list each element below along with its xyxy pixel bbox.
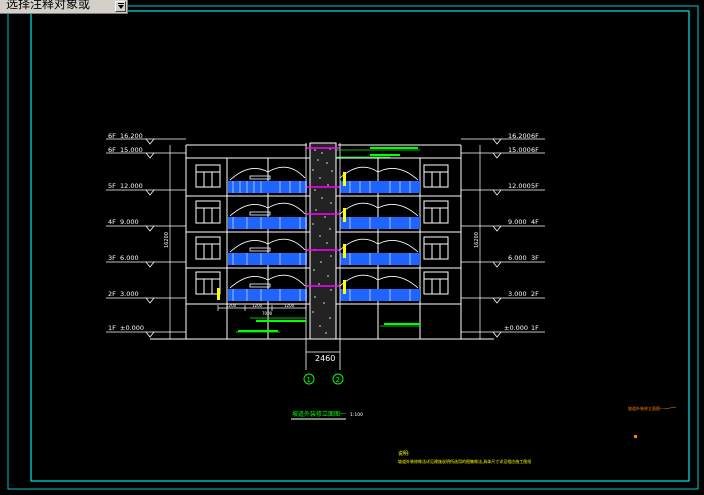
side-tag: 坡道外装修立面图一: [628, 405, 664, 411]
level-left-elev: 6.000: [120, 254, 139, 262]
dropdown-arrow-icon[interactable]: [115, 1, 126, 12]
side-tag-leader: [663, 406, 677, 410]
level-left-floor: 6F: [108, 132, 116, 140]
drawing-scale: 1:100: [350, 412, 363, 418]
axis-label-2: 2: [336, 376, 340, 384]
total-height-dims: [169, 145, 481, 339]
total-height-left: 16200: [164, 232, 170, 248]
level-left-floor: 6F: [108, 146, 116, 154]
level-right-floor: 3F: [531, 254, 539, 262]
dimension-lines-bottom: [217, 305, 340, 353]
axis-label-1: 1: [307, 376, 311, 384]
stair-arches: [229, 166, 419, 289]
level-right-elev: 16.200: [508, 132, 531, 140]
level-left-floor: 3F: [108, 254, 116, 262]
level-left-floor: 1F: [108, 324, 116, 332]
total-height-right: 16200: [474, 232, 480, 248]
side-marker: [634, 435, 637, 438]
inner-border: [30, 10, 690, 482]
level-left-floor: 5F: [108, 182, 116, 190]
level-left-elev: 9.000: [120, 218, 139, 226]
windows: [195, 164, 449, 295]
axis-markers: [303, 373, 344, 385]
level-right-floor: 1F: [531, 324, 539, 332]
level-right-elev: 9.000: [508, 218, 527, 226]
notes-line: 坡道外装修做法详见建施说明所选用的图集做法,具体尺寸详见相应施工图纸: [398, 458, 531, 464]
dim-seg1: 1200: [226, 303, 237, 308]
level-right-elev: 3.000: [508, 290, 527, 298]
level-right-elev: 15.000: [508, 146, 531, 154]
dim-seg2: 1200: [252, 303, 263, 308]
level-right-floor: 2F: [531, 290, 539, 298]
dim-segment-labels: [217, 172, 346, 300]
level-left-elev: ±0.000: [120, 324, 144, 332]
dim-width-bottom: 2460: [315, 354, 335, 363]
drawing-title: 坡道外装修立面图一: [292, 410, 346, 418]
level-right-floor: 6F: [531, 146, 539, 154]
dropdown-label: 选择注释对象或: [6, 0, 91, 11]
level-marks-left: [106, 138, 186, 338]
level-right-floor: 5F: [531, 182, 539, 190]
annotation-select-dropdown[interactable]: 选择注释对象或: [0, 0, 128, 14]
level-right-floor: 6F: [531, 132, 539, 140]
notes-label: 说明:: [398, 450, 410, 457]
level-left-floor: 2F: [108, 290, 116, 298]
level-left-elev: 16.200: [120, 132, 143, 140]
level-left-elev: 3.000: [120, 290, 139, 298]
level-left-elev: 12.000: [120, 182, 143, 190]
level-right-floor: 4F: [531, 218, 539, 226]
level-right-elev: 6.000: [508, 254, 527, 262]
balcony-railings: [228, 181, 420, 301]
dim-seg3: 1200: [284, 303, 295, 308]
level-left-floor: 4F: [108, 218, 116, 226]
level-right-elev: ±0.000: [504, 324, 528, 332]
dim-sub: 7000: [262, 311, 273, 316]
level-marks-right: [461, 138, 545, 338]
level-right-elev: 12.000: [508, 182, 531, 190]
outer-border: [7, 5, 699, 490]
central-column: [305, 142, 341, 370]
level-left-elev: 15.000: [120, 146, 143, 154]
